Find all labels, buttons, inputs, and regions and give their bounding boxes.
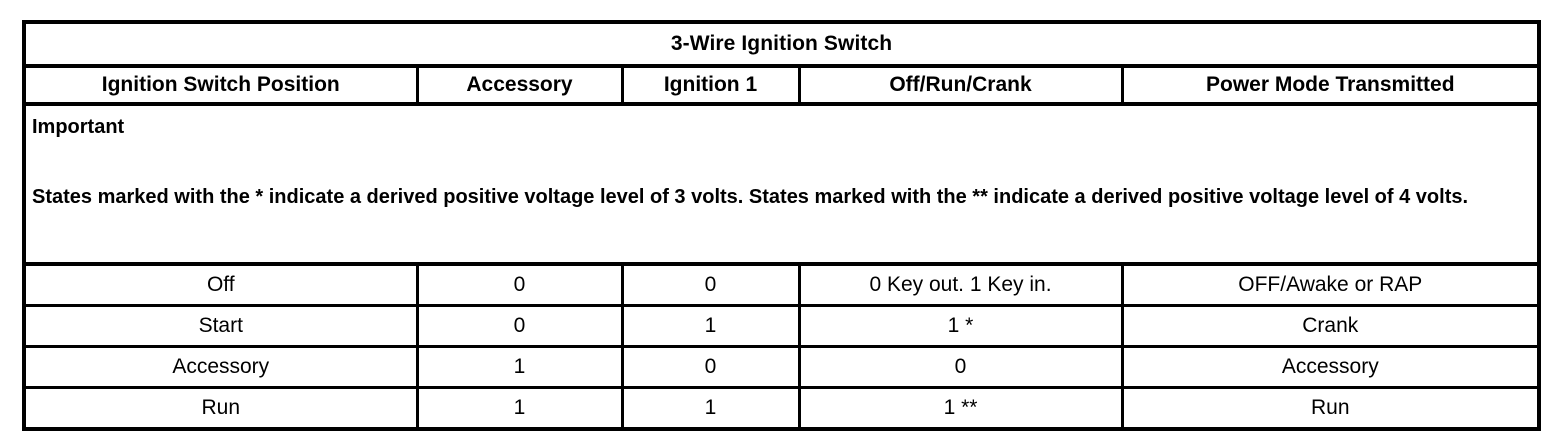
column-header-accessory: Accessory — [417, 66, 624, 106]
cell-position: Accessory — [24, 346, 419, 389]
cell-off-run-crank: 1 ** — [799, 387, 1124, 429]
cell-power-mode-transmitted: Crank — [1122, 305, 1540, 348]
table-title: 3-Wire Ignition Switch — [24, 22, 1540, 68]
table-header-row: Ignition Switch Position Accessory Ignit… — [24, 66, 1540, 106]
cell-ignition-1: 1 — [622, 305, 801, 348]
cell-accessory: 1 — [417, 346, 624, 389]
important-note-row: Important States marked with the * indic… — [24, 104, 1540, 266]
cell-position: Start — [24, 305, 419, 348]
column-header-off-run-crank: Off/Run/Crank — [799, 66, 1124, 106]
important-note-cell: Important States marked with the * indic… — [24, 104, 1540, 266]
cell-position: Off — [24, 264, 419, 307]
cell-power-mode-transmitted: OFF/Awake or RAP — [1122, 264, 1540, 307]
column-header-ignition-1: Ignition 1 — [622, 66, 801, 106]
important-note-block: Important States marked with the * indic… — [32, 114, 1531, 211]
cell-off-run-crank: 0 Key out. 1 Key in. — [799, 264, 1124, 307]
important-note-heading: Important — [32, 116, 125, 138]
cell-ignition-1: 0 — [622, 346, 801, 389]
cell-off-run-crank: 1 * — [799, 305, 1124, 348]
table-row: Off 0 0 0 Key out. 1 Key in. OFF/Awake o… — [24, 264, 1540, 307]
note-spacer — [32, 140, 1531, 184]
ignition-switch-table: 3-Wire Ignition Switch Ignition Switch P… — [22, 20, 1542, 431]
cell-accessory: 1 — [417, 387, 624, 429]
cell-ignition-1: 1 — [622, 387, 801, 429]
table-row: Accessory 1 0 0 Accessory — [24, 346, 1540, 389]
table-row: Run 1 1 1 ** Run — [24, 387, 1540, 429]
table-row: Start 0 1 1 * Crank — [24, 305, 1540, 348]
cell-accessory: 0 — [417, 305, 624, 348]
cell-power-mode-transmitted: Run — [1122, 387, 1540, 429]
cell-accessory: 0 — [417, 264, 624, 307]
cell-power-mode-transmitted: Accessory — [1122, 346, 1540, 389]
cell-position: Run — [24, 387, 419, 429]
column-header-power-mode-transmitted: Power Mode Transmitted — [1122, 66, 1540, 106]
table-title-row: 3-Wire Ignition Switch — [24, 22, 1540, 68]
cell-ignition-1: 0 — [622, 264, 801, 307]
important-note-text: States marked with the * indicate a deri… — [32, 186, 1469, 209]
column-header-ignition-switch-position: Ignition Switch Position — [24, 66, 419, 106]
cell-off-run-crank: 0 — [799, 346, 1124, 389]
